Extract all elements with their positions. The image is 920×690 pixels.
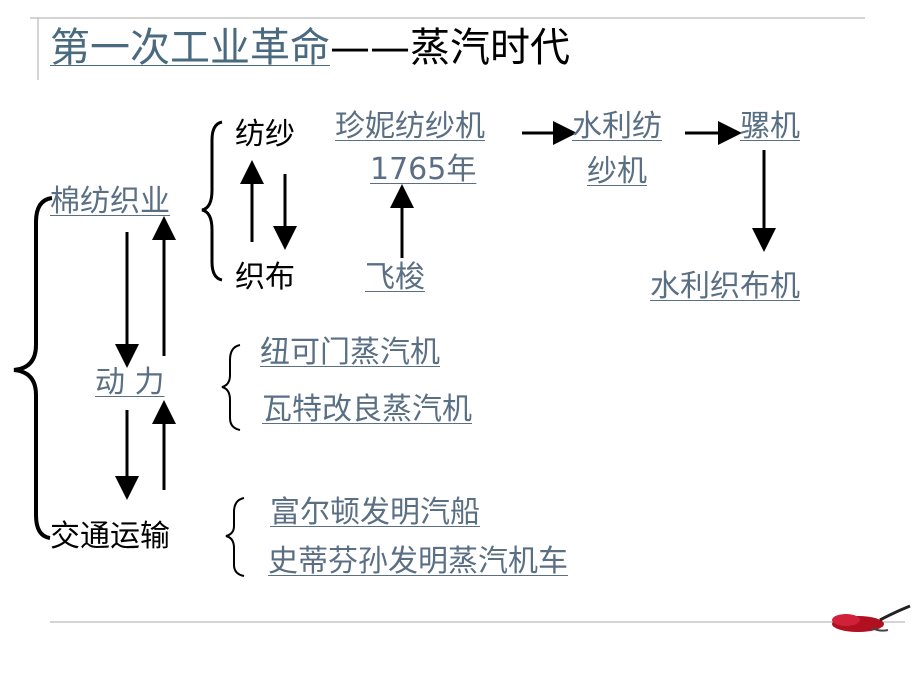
- transport-brace: [225, 497, 245, 577]
- node-water-frame-line1[interactable]: 水利纺: [572, 109, 662, 144]
- node-jenny[interactable]: 珍妮纺纱机: [335, 109, 485, 144]
- title-suffix: ——蒸汽时代: [330, 25, 570, 71]
- main-brace: [13, 196, 53, 540]
- node-newcomen[interactable]: 纽可门蒸汽机: [260, 335, 440, 370]
- node-water-frame-line2[interactable]: 纱机: [587, 154, 647, 189]
- node-power[interactable]: 动 力: [95, 365, 165, 400]
- node-spinning: 纺纱: [235, 117, 295, 152]
- node-flying-shuttle[interactable]: 飞梭: [365, 260, 425, 295]
- ink-blot-decoration: [832, 604, 911, 632]
- cotton-brace: [201, 120, 223, 282]
- node-mule[interactable]: 骡机: [740, 109, 800, 144]
- title-link[interactable]: 第一次工业革命: [50, 25, 330, 71]
- node-weaving: 织布: [235, 260, 295, 295]
- node-power-loom[interactable]: 水利织布机: [650, 269, 800, 304]
- node-transport: 交通运输: [50, 519, 170, 554]
- power-brace: [221, 344, 241, 431]
- page-title: 第一次工业革命——蒸汽时代: [50, 18, 570, 78]
- node-watt[interactable]: 瓦特改良蒸汽机: [262, 392, 472, 427]
- node-jenny-year[interactable]: 1765年: [370, 152, 477, 187]
- node-stephenson[interactable]: 史蒂芬孙发明蒸汽机车: [268, 544, 568, 579]
- node-cotton-textile[interactable]: 棉纺织业: [50, 184, 170, 219]
- node-fulton[interactable]: 富尔顿发明汽船: [270, 495, 480, 530]
